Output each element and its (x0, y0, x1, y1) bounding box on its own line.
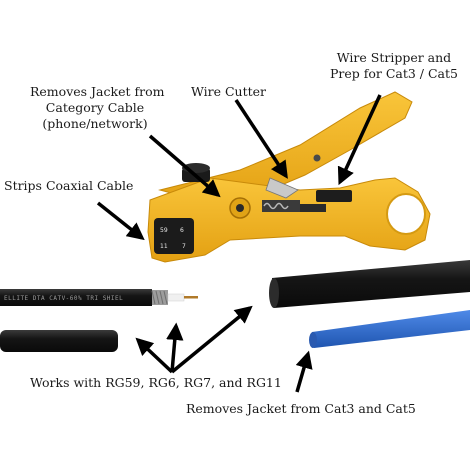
dial-label-7: 7 (182, 243, 186, 250)
callout-arrows (96, 94, 382, 393)
callout-wire-stripper-line2: Prep for Cat3 / Cat5 (329, 66, 458, 81)
arrow-removes-jacket-cat (295, 350, 313, 393)
arrow-works-with-2 (166, 322, 184, 373)
callout-works-with: Works with RG59, RG6, RG7, and RG11 (30, 375, 282, 390)
black-cable-short (0, 330, 118, 352)
callout-removes-jacket-cat: Removes Jacket from Cat3 and Cat5 (186, 401, 416, 416)
cutter-blade (265, 177, 299, 199)
arrow-strips-coax (96, 201, 145, 241)
arrow-works-with-3 (170, 305, 253, 374)
arrow-works-with-1 (135, 337, 174, 374)
spring (263, 202, 289, 210)
callout-removes-jacket: Removes Jacket from Category Cable (phon… (30, 84, 165, 132)
callout-wire-stripper-line1: Wire Stripper and (336, 50, 452, 65)
stripper-pad (316, 190, 352, 202)
blue-category-cable (309, 310, 470, 348)
arrow-wire-stripper (337, 94, 382, 186)
callout-removes-jacket-line3: (phone/network) (42, 116, 148, 131)
callout-wire-cutter: Wire Cutter (191, 84, 267, 99)
callout-removes-jacket-line2: Category Cable (45, 100, 145, 115)
dial-label-11: 11 (160, 243, 168, 250)
coax-cable: ELLITE DTA CATV-60% TRI SHIEL (0, 289, 198, 306)
callout-wire-stripper: Wire Stripper and Prep for Cat3 / Cat5 (324, 50, 464, 82)
coax-print: ELLITE DTA CATV-60% TRI SHIEL (4, 295, 123, 302)
tool-body (147, 177, 431, 263)
dial-label-59: 59 (160, 227, 168, 234)
dial-label-6: 6 (180, 227, 184, 234)
tool-finger-ring (386, 193, 426, 235)
coax-rotary-dial: 59 6 11 7 (154, 218, 194, 254)
callout-removes-jacket-line1: Removes Jacket from (30, 84, 165, 99)
black-category-cable (269, 260, 470, 308)
callout-strips-coax: Strips Coaxial Cable (4, 178, 134, 193)
arrow-wire-cutter (234, 99, 288, 179)
arrow-removes-jacket (148, 134, 221, 198)
